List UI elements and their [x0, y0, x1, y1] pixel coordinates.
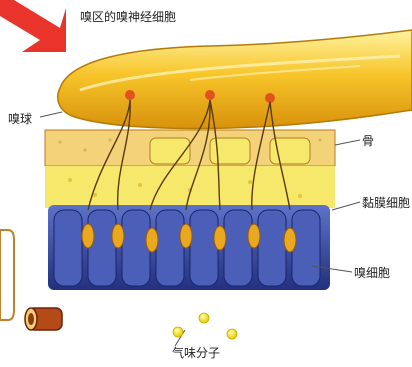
label-olfactory-cells: 嗅细胞 [354, 264, 390, 281]
tube-icon [25, 308, 62, 330]
mucosa-layer [45, 166, 335, 208]
label-bone: 骨 [362, 132, 374, 149]
diagram-title: 嗅区的嗅神经细胞 [80, 8, 176, 25]
olfactory-bulb [58, 30, 412, 129]
label-mucosa-cells: 黏膜细胞 [362, 194, 410, 211]
red-arrow-icon [0, 0, 66, 52]
label-odor-molecules: 气味分子 [172, 344, 220, 361]
left-panel [0, 230, 14, 320]
odor-molecules [173, 313, 237, 339]
label-olfactory-bulb: 嗅球 [8, 110, 32, 127]
